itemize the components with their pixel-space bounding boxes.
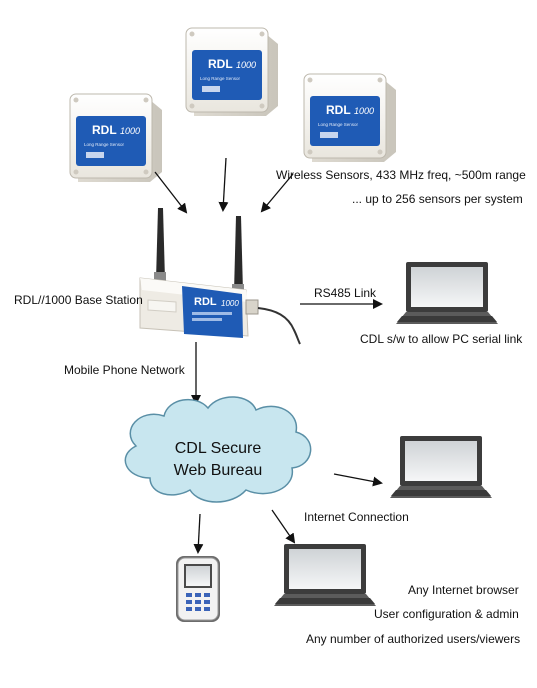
label-internet-connection: Internet Connection <box>304 510 409 524</box>
laptop-browser <box>274 544 376 606</box>
laptop-internet <box>390 436 492 498</box>
sensor-brand: RDL <box>326 103 351 117</box>
web-bureau-cloud <box>124 396 312 503</box>
sensor-device-left: RDL 1000 Long Range Sensor <box>69 93 162 182</box>
sensor-brand: RDL <box>208 57 233 71</box>
label-any-browser: Any Internet browser <box>408 583 519 597</box>
sensor-model: 1000 <box>354 106 374 116</box>
arrow-sensor-top <box>218 157 229 212</box>
arrow-internet-laptop <box>333 473 383 487</box>
sensor-model: 1000 <box>120 126 140 136</box>
sensor-device-top: RDL 1000 Long Range Sensor <box>185 27 278 116</box>
laptop-rs485 <box>396 262 498 324</box>
mobile-phone <box>176 556 220 622</box>
sensor-device-right: RDL 1000 Long Range Sensor <box>303 73 396 162</box>
label-sensors-per-system: ... up to 256 sensors per system <box>352 192 523 206</box>
label-cdl-serial: CDL s/w to allow PC serial link <box>360 332 523 346</box>
sensor-subtitle: Long Range Sensor <box>200 76 241 81</box>
arrow-phone <box>193 513 204 554</box>
sensor-model: 1000 <box>236 60 256 70</box>
label-rs485: RS485 Link <box>314 286 377 300</box>
label-base-station: RDL//1000 Base Station <box>14 293 143 307</box>
cloud-title-line1: CDL Secure <box>174 440 262 457</box>
base-station-brand: RDL <box>194 296 217 308</box>
label-wireless-sensors: Wireless Sensors, 433 MHz freq, ~500m ra… <box>276 168 526 182</box>
base-station-device: RDL 1000 <box>139 208 301 345</box>
arrow-browser-laptop <box>271 509 296 544</box>
base-station-model: 1000 <box>221 299 239 308</box>
label-any-users: Any number of authorized users/viewers <box>306 632 521 646</box>
arrow-sensor-left <box>154 171 188 214</box>
label-mobile-network: Mobile Phone Network <box>64 363 185 377</box>
arrow-sensor-right <box>260 173 294 213</box>
sensor-subtitle: Long Range Sensor <box>84 142 125 147</box>
sensor-brand: RDL <box>92 123 117 137</box>
label-user-config: User configuration & admin <box>374 607 519 621</box>
sensor-subtitle: Long Range Sensor <box>318 122 359 127</box>
cloud-title-line2: Web Bureau <box>173 462 263 479</box>
